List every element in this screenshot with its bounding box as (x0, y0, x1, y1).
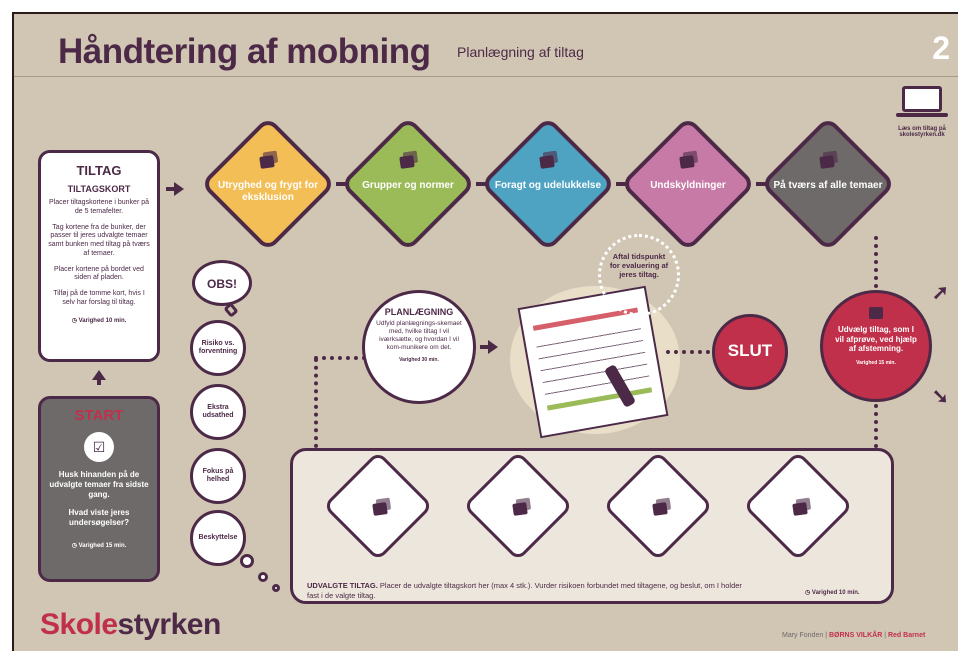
theme-label-5: På tværs af alle temaer (773, 180, 883, 191)
start-question-2: Hvad viste jeres undersøgelser? (68, 508, 130, 527)
partner-boerns: BØRNS VILKÅR (828, 632, 883, 639)
laptop-caption[interactable]: Læs om tiltag på skolestyrken.dk (898, 126, 946, 138)
theme-label-4: Undskyldninger (650, 180, 726, 191)
tiltag-subtitle: TILTAGSKORT (67, 184, 131, 194)
arrow-right-stem (480, 345, 490, 349)
card-icon (539, 155, 555, 169)
vote-icon (869, 307, 883, 319)
vote-duration: Varighed 15 min. (856, 359, 896, 366)
obs-label: OBS! (207, 277, 237, 291)
tiltag-text-2: Tag kortene fra de bunker, der passer ti… (48, 223, 150, 257)
obs-item-2: Ekstra udsathed (190, 384, 246, 440)
arrow-up-right-icon: ➚ (932, 282, 949, 304)
planning-circle[interactable]: PLANLÆGNING Udfyld planlægnings-skemaet … (362, 290, 476, 404)
arrow-down-right-icon: ➘ (932, 386, 949, 408)
arrow-right-icon (174, 182, 184, 196)
arrow-up-icon (92, 370, 106, 380)
selected-description: Placer de udvalgte tiltagskort her (max … (307, 581, 742, 600)
page-subtitle: Planlægning af tiltag (457, 44, 584, 60)
selected-text: UDVALGTE TILTAG. Placer de udvalgte tilt… (307, 581, 747, 601)
card-icon (259, 155, 275, 169)
arrow-up-stem (97, 379, 101, 385)
tiltag-card: TILTAG TILTAGSKORT Placer tiltagskortene… (38, 150, 160, 362)
theme-connector (756, 182, 770, 186)
card-icon (372, 502, 388, 516)
laptop-icon (896, 86, 948, 120)
vote-text: Udvælg tiltag, som I vil afprøve, ved hj… (835, 325, 917, 354)
tiltag-duration: ◷ Varighed 10 min. (71, 317, 127, 324)
planning-text: Udfyld planlægnings-skemaet med, hvilke … (376, 320, 462, 352)
start-question-1: Husk hinanden på de udvalgte temaer fra … (49, 470, 149, 499)
obs-item-label: Ekstra udsathed (202, 403, 234, 419)
selected-title: UDVALGTE TILTAG. (307, 581, 378, 590)
card-icon (512, 502, 528, 516)
tiltag-text-4: Tilføj på de tomme kort, hvis I selv har… (53, 290, 145, 306)
logo-part-2: styrken (117, 608, 222, 641)
dotted-connector-up (314, 358, 319, 448)
start-duration-text: Varighed 15 min. (78, 543, 127, 549)
obs-item-label: Fokus på helhed (202, 467, 234, 483)
page-title: Håndtering af mobning (58, 32, 431, 71)
selected-duration-text: Varighed 10 min. (811, 590, 860, 596)
obs-item-4: Beskyttelse (190, 510, 246, 566)
skolestyrken-logo: Skolestyrken (40, 608, 221, 642)
card-icon (679, 155, 695, 169)
dotted-connector-h (314, 356, 366, 360)
theme-connector (476, 182, 490, 186)
board: Håndtering af mobning Planlægning af til… (12, 12, 958, 651)
theme-label-3: Foragt og udelukkelse (494, 180, 602, 191)
card-icon (652, 502, 668, 516)
planning-duration: Varighed 30 min. (399, 356, 439, 363)
logo-part-1: Skole (40, 608, 118, 641)
selected-duration: ◷ Varighed 10 min. (805, 590, 860, 596)
card-icon (399, 155, 415, 169)
planning-title: PLANLÆGNING (384, 307, 454, 317)
thought-bubble-icon (272, 584, 280, 592)
start-checklist-icon: ☑ (84, 432, 114, 462)
tiltag-duration-text: Varighed 10 min. (78, 317, 127, 324)
theme-label-2: Grupper og normer (362, 180, 454, 191)
obs-item-1: Risiko vs. forventning (190, 320, 246, 376)
evaluation-bubble (598, 234, 680, 316)
thought-bubble-icon (258, 572, 268, 582)
selected-panel: UDVALGTE TILTAG. Placer de udvalgte tilt… (290, 448, 894, 604)
obs-item-label: Beskyttelse (198, 533, 238, 541)
theme-connector (616, 182, 630, 186)
evaluation-text: Aftal tidspunkt for evaluering af jeres … (609, 252, 669, 279)
obs-item-3: Fokus på helhed (190, 448, 246, 504)
card-icon (792, 502, 808, 516)
theme-connector (336, 182, 350, 186)
dotted-connector-slut (666, 350, 710, 354)
partner-mary: Mary Fonden (782, 632, 824, 639)
vote-circle[interactable]: Udvælg tiltag, som I vil afprøve, ved hj… (820, 290, 932, 402)
tiltag-text-3: Placer kortene på bordet ved siden af pl… (54, 265, 144, 282)
tiltag-title: TILTAG (76, 163, 122, 178)
arrow-right-stem (166, 187, 176, 191)
theme-label-1: Utryghed og frygt for eksklusion (218, 180, 318, 203)
dotted-connector-down (874, 404, 879, 448)
partner-logos: Mary Fonden | BØRNS VILKÅR | Red Barnet (782, 632, 926, 639)
start-title: START (74, 407, 124, 424)
tiltag-text-1: Placer tiltagskortene i bunker på de 5 t… (49, 199, 149, 215)
thought-bubble-icon (240, 554, 254, 568)
obs-item-label: Risiko vs. forventning (198, 339, 238, 355)
sheet-rows (535, 322, 651, 400)
slut-circle[interactable]: SLUT (712, 314, 788, 390)
start-card: START ☑ Husk hinanden på de udvalgte tem… (38, 396, 160, 582)
obs-bubble: OBS! (192, 260, 252, 306)
page-number: 2 (932, 30, 950, 66)
slut-label: SLUT (727, 341, 773, 360)
header-divider (14, 76, 958, 77)
card-icon (819, 155, 835, 169)
arrow-right-icon (488, 340, 498, 354)
partner-red-barnet: Red Barnet (887, 632, 926, 639)
start-duration: ◷ Varighed 15 min. (71, 543, 127, 549)
dotted-connector (874, 236, 879, 296)
